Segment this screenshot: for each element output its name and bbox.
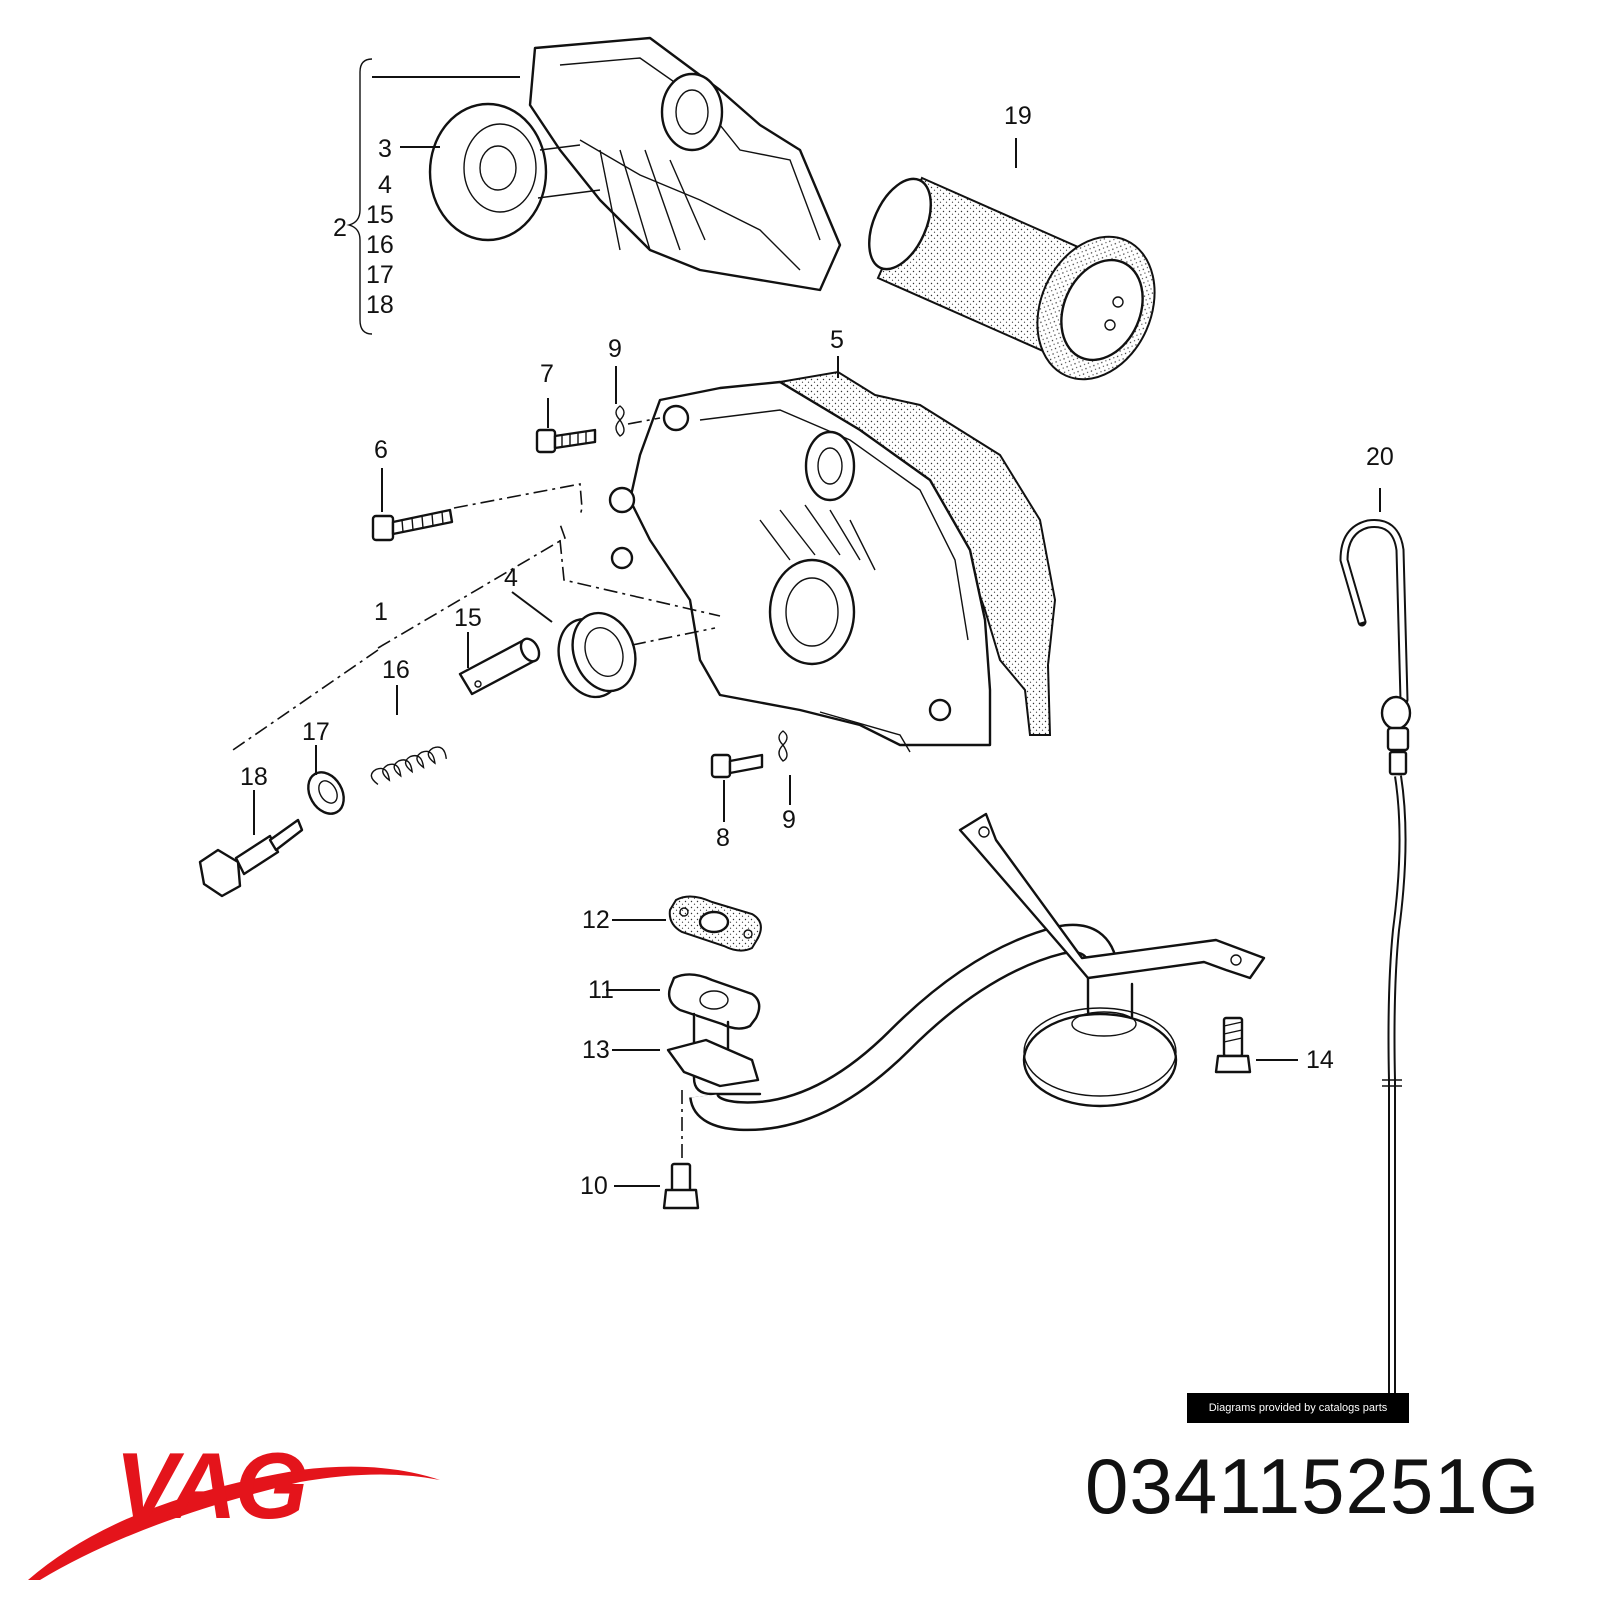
bolt-8 [710, 753, 764, 779]
valve-axis [377, 523, 566, 649]
callout-6: 6 [374, 436, 388, 464]
piston-15 [458, 637, 541, 696]
bolt-14 [1214, 1016, 1252, 1074]
callout-9-lower: 9 [782, 806, 796, 834]
callout-8: 8 [716, 824, 730, 852]
callout-labels: 2 3 4 15 16 17 18 19 5 7 9 6 20 1 4 15 1… [240, 102, 1394, 1200]
callout-3: 3 [378, 135, 392, 163]
washer-17 [307, 771, 345, 815]
spring-16 [370, 746, 448, 786]
callout-7: 7 [540, 360, 554, 388]
dowel-9-top [615, 405, 661, 437]
assembly-axis [453, 483, 583, 517]
callout-13: 13 [582, 1036, 610, 1064]
svg-text:VAG: VAG [115, 1433, 306, 1538]
callout-10: 10 [580, 1172, 608, 1200]
callout-16-lower: 16 [382, 656, 410, 684]
callout-18-lower: 18 [240, 763, 268, 791]
callout-15-lower: 15 [454, 604, 482, 632]
leader-line [511, 591, 553, 623]
callout-1: 1 [374, 598, 388, 626]
oil-pump-assembly-top [428, 36, 842, 292]
vag-logo: VAG [28, 1433, 440, 1580]
callout-12: 12 [582, 906, 610, 934]
callout-4: 4 [378, 171, 392, 199]
callout-20: 20 [1366, 443, 1394, 471]
bolt-7 [535, 428, 597, 454]
callout-16: 16 [366, 231, 394, 259]
plug-18 [198, 818, 304, 898]
callout-18: 18 [366, 291, 394, 319]
callout-14: 14 [1306, 1046, 1334, 1074]
callout-17: 17 [366, 261, 394, 289]
dowel-9-bottom [778, 730, 788, 762]
valve-axis [229, 649, 379, 753]
callout-2: 2 [333, 214, 347, 242]
part-number: 034115251G [1085, 1442, 1541, 1530]
assembly-bracket [346, 58, 373, 335]
callout-9: 9 [608, 335, 622, 363]
seal-ring-4 [557, 611, 637, 699]
oil-pump-housing [608, 370, 1057, 753]
bolt-6 [371, 508, 454, 542]
valve-axis [559, 539, 721, 617]
callout-11: 11 [588, 976, 614, 1004]
dipstick [1339, 519, 1412, 1412]
bracket [958, 812, 1266, 980]
callout-15: 15 [366, 201, 394, 229]
bolt-10 [662, 1162, 700, 1210]
oil-filter [868, 176, 1156, 381]
callout-19: 19 [1004, 102, 1032, 130]
callout-17-lower: 17 [302, 718, 330, 746]
gasket-12 [668, 895, 762, 952]
callout-5: 5 [830, 326, 844, 354]
pickup-tube [666, 923, 1178, 1132]
callout-4-lower: 4 [504, 564, 518, 592]
diagram-source-watermark: Diagrams provided by catalogs parts [1187, 1393, 1409, 1423]
